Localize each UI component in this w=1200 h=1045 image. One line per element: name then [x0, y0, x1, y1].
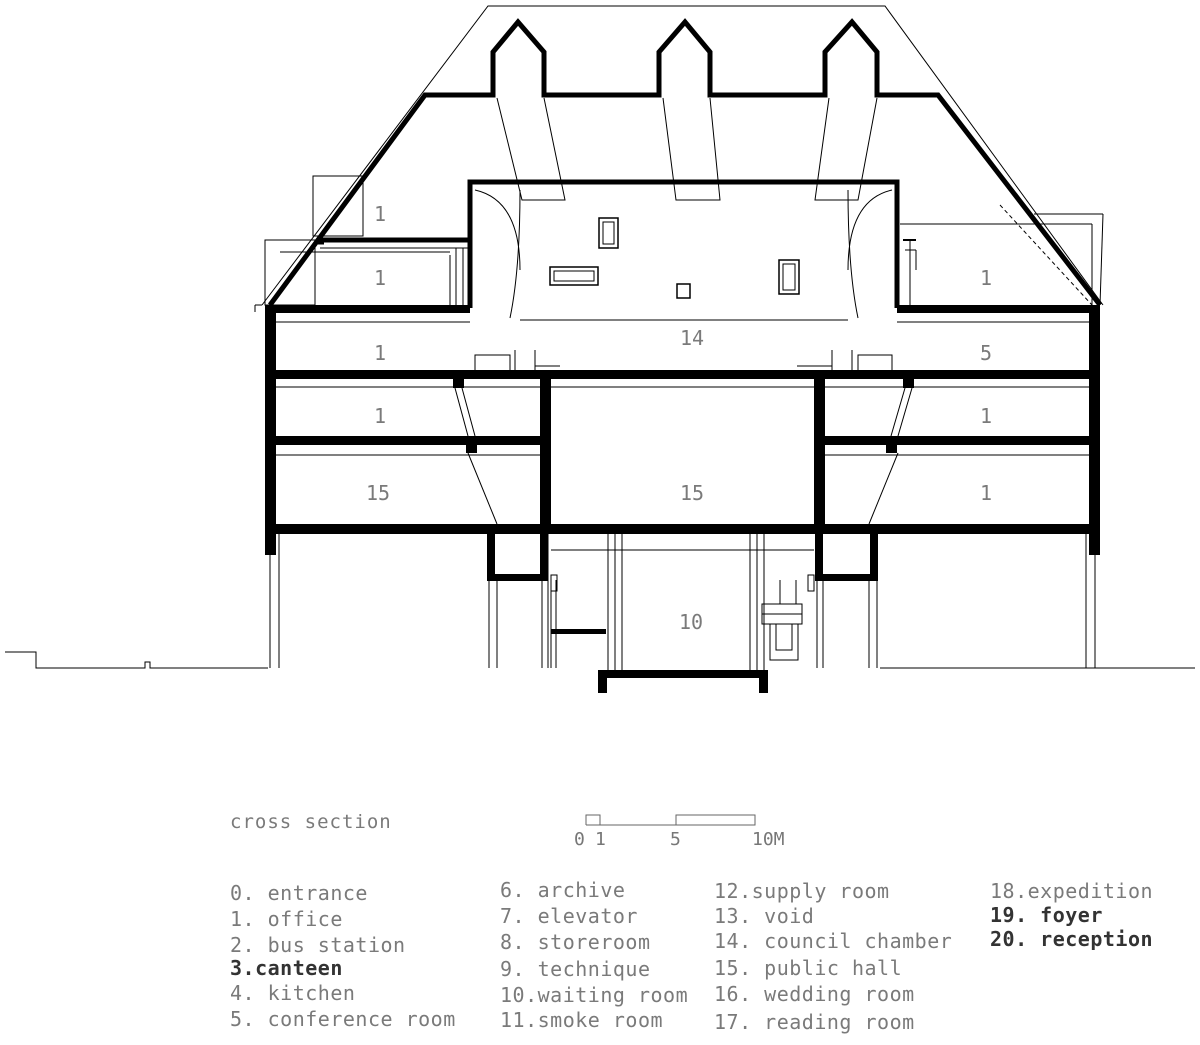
room-label: 15 [680, 481, 704, 505]
room-label: 1 [374, 404, 386, 428]
room-label: 1 [374, 202, 386, 226]
attic-right [903, 239, 917, 308]
legend-item: 16. wedding room [714, 982, 915, 1006]
room-label: 1 [374, 266, 386, 290]
scale-tick-label: 10M [752, 829, 785, 850]
drawing-title: cross section [230, 811, 392, 833]
legend-item: 13. void [714, 904, 814, 928]
legend-item: 14. council chamber [714, 929, 952, 953]
main-structure [265, 305, 1100, 693]
scale-bar: 0 1 5 10M [574, 814, 785, 850]
legend-item: 1. office [230, 907, 343, 931]
legend-item: 17. reading room [714, 1010, 915, 1034]
legend-item: 6. archive [500, 878, 625, 902]
floor-details [276, 321, 1089, 525]
legend-item: 15. public hall [714, 956, 902, 980]
roof-shafts [496, 97, 878, 201]
roof-structure [267, 18, 1102, 307]
room-label: 5 [980, 341, 992, 365]
legend-item: 11.smoke room [500, 1008, 663, 1032]
legend-item: 8. storeroom [500, 930, 651, 954]
attic-left [280, 237, 470, 308]
room-labels: 1 1 1 1 14 1 5 1 1 15 15 10 [366, 202, 992, 634]
legend-item: 19. foyer [990, 903, 1103, 927]
room-label: 14 [680, 326, 704, 350]
legend-item: 4. kitchen [230, 981, 355, 1005]
ground-line [5, 651, 1195, 669]
legend-item: 7. elevator [500, 904, 638, 928]
room-label: 1 [980, 404, 992, 428]
council-chamber-frame [467, 179, 900, 370]
room-label: 15 [366, 481, 390, 505]
ground-floor-columns [269, 534, 1096, 670]
legend-item: 9. technique [500, 957, 651, 981]
legend-item: 0. entrance [230, 881, 368, 905]
room-label: 1 [980, 266, 992, 290]
scale-tick-label: 0 [574, 829, 585, 850]
scale-tick-label: 5 [670, 829, 681, 850]
room-label: 10 [679, 610, 703, 634]
legend-item: 20. reception [990, 927, 1153, 951]
legend-item: 3.canteen [230, 956, 343, 980]
legend-item: 10.waiting room [500, 983, 688, 1007]
room-label: 1 [980, 481, 992, 505]
legend-item: 18.expedition [990, 879, 1153, 903]
legend-item: 5. conference room [230, 1007, 456, 1031]
legend-item: 12.supply room [714, 879, 890, 903]
room-label: 1 [374, 341, 386, 365]
legend-item: 2. bus station [230, 933, 406, 957]
legend: 0. entrance 1. office 2. bus station 3.c… [230, 878, 1153, 1034]
scale-tick-label: 1 [595, 829, 606, 850]
